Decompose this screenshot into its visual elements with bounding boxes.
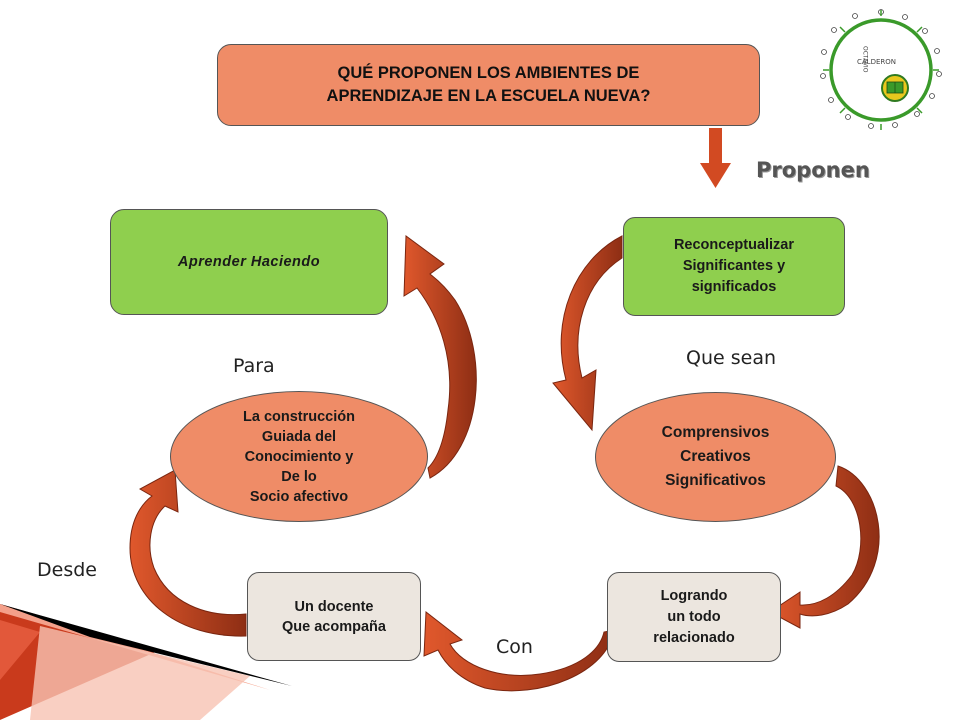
logrando-line-1: Logrando xyxy=(660,587,728,604)
aprender-haciendo-box: Aprender Haciendo xyxy=(110,209,388,315)
arrow-right-loop xyxy=(769,465,880,629)
school-logo: OCTAVIO CALDERON xyxy=(820,9,942,130)
logrando-box: Logrando un todo relacionado xyxy=(607,572,781,662)
down-arrow-icon xyxy=(700,128,731,188)
docente-line-1: Un docente xyxy=(294,598,374,615)
docente-line-2: Que acompaña xyxy=(282,618,386,635)
reconceptualizar-line-3: significados xyxy=(691,279,777,295)
construccion-line-3: Conocimiento y xyxy=(244,448,354,465)
construccion-line-2: Guiada del xyxy=(261,428,337,445)
question-box: QUÉ PROPONEN LOS AMBIENTES DE APRENDIZAJ… xyxy=(217,44,760,126)
reconceptualizar-line-2: Significantes y xyxy=(682,258,786,274)
docente-box: Un docente Que acompaña xyxy=(247,572,421,661)
arrow-desde xyxy=(129,469,247,637)
logrando-line-3: relacionado xyxy=(653,629,735,646)
label-desde: Desde xyxy=(37,559,97,581)
label-proponen: Proponen xyxy=(756,158,870,182)
construccion-line-5: Socio afectivo xyxy=(249,488,349,505)
construccion-line-4: De lo xyxy=(281,468,317,485)
label-que-sean: Que sean xyxy=(686,347,776,369)
corner-decoration xyxy=(0,604,292,720)
arrow-que-sean xyxy=(552,235,623,432)
comprensivos-line-1: Comprensivos xyxy=(661,424,770,441)
reconceptualizar-box: Reconceptualizar Significantes y signifi… xyxy=(623,217,845,316)
construccion-ellipse: La construcción Guiada del Conocimiento … xyxy=(170,391,428,522)
arrow-para xyxy=(403,235,477,479)
label-con: Con xyxy=(496,636,533,658)
comprensivos-ellipse: Comprensivos Creativos Significativos xyxy=(595,392,836,522)
comprensivos-line-3: Significativos xyxy=(665,472,766,489)
construccion-line-1: La construcción xyxy=(243,408,355,425)
question-line-2: APRENDIZAJE EN LA ESCUELA NUEVA? xyxy=(326,87,651,105)
reconceptualizar-line-1: Reconceptualizar xyxy=(673,237,795,253)
logrando-line-2: un todo xyxy=(667,608,721,625)
arrow-con xyxy=(423,611,615,692)
comprensivos-line-2: Creativos xyxy=(680,448,751,465)
aprender-haciendo-text: Aprender Haciendo xyxy=(177,254,321,270)
logo-arc-text: OCTAVIO xyxy=(862,46,869,73)
question-line-1: QUÉ PROPONEN LOS AMBIENTES DE xyxy=(337,64,640,82)
label-para: Para xyxy=(233,355,275,377)
logo-name-text: CALDERON xyxy=(857,58,896,66)
sun-rays-icon xyxy=(820,9,942,129)
